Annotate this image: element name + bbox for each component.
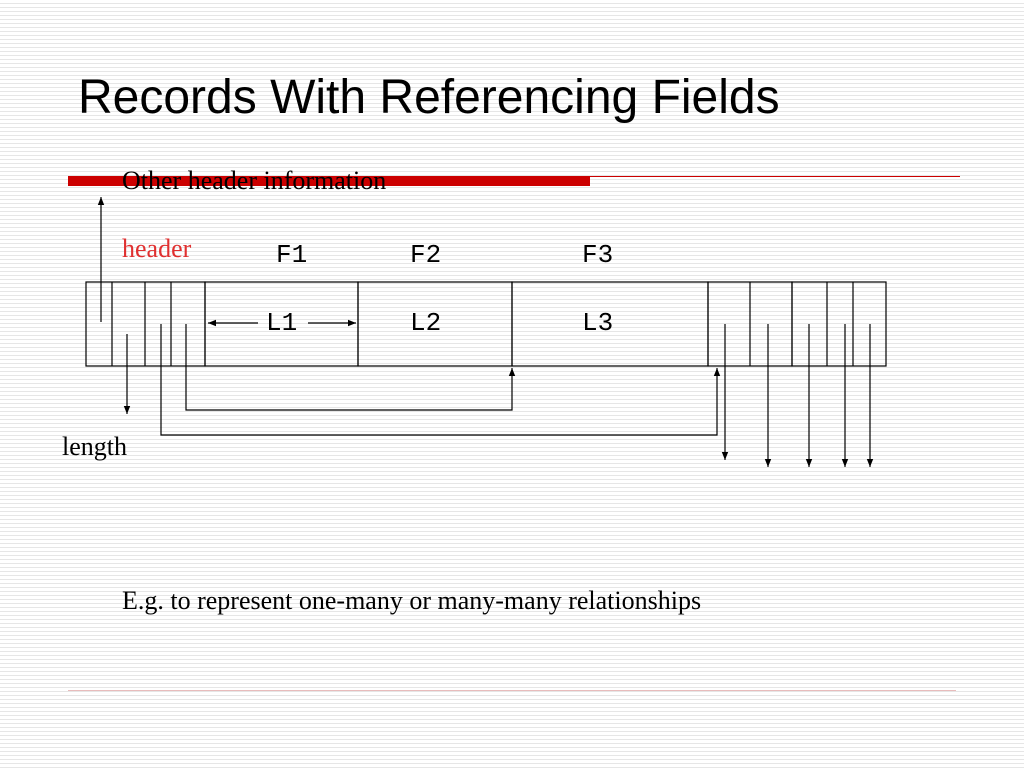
- header-label: header: [122, 234, 192, 263]
- field-length-l3: L3: [582, 308, 614, 338]
- slide-caption: E.g. to represent one-many or many-many …: [122, 586, 702, 615]
- title-divider-line: [590, 176, 960, 177]
- other-header-label: Other header information: [122, 166, 387, 195]
- slide-title: Records With Referencing Fields: [78, 71, 780, 124]
- field-name-f1: F1: [276, 240, 308, 270]
- field-box-f1: [204, 281, 359, 367]
- field-length-l2: L2: [410, 308, 442, 338]
- f3-pointer-arrow: [160, 324, 721, 436]
- field-box-f2: [357, 281, 513, 367]
- reference-slots-b: [791, 281, 887, 367]
- field-box-f3: [511, 281, 709, 367]
- title-accent-bar: [68, 176, 590, 186]
- field-name-f2: F2: [410, 240, 442, 270]
- field-name-f3: F3: [582, 240, 614, 270]
- footer-divider-line: [68, 690, 956, 691]
- length-label: length: [62, 432, 127, 461]
- field-length-l1: L1: [266, 308, 298, 338]
- f2-pointer-arrow: [185, 324, 516, 411]
